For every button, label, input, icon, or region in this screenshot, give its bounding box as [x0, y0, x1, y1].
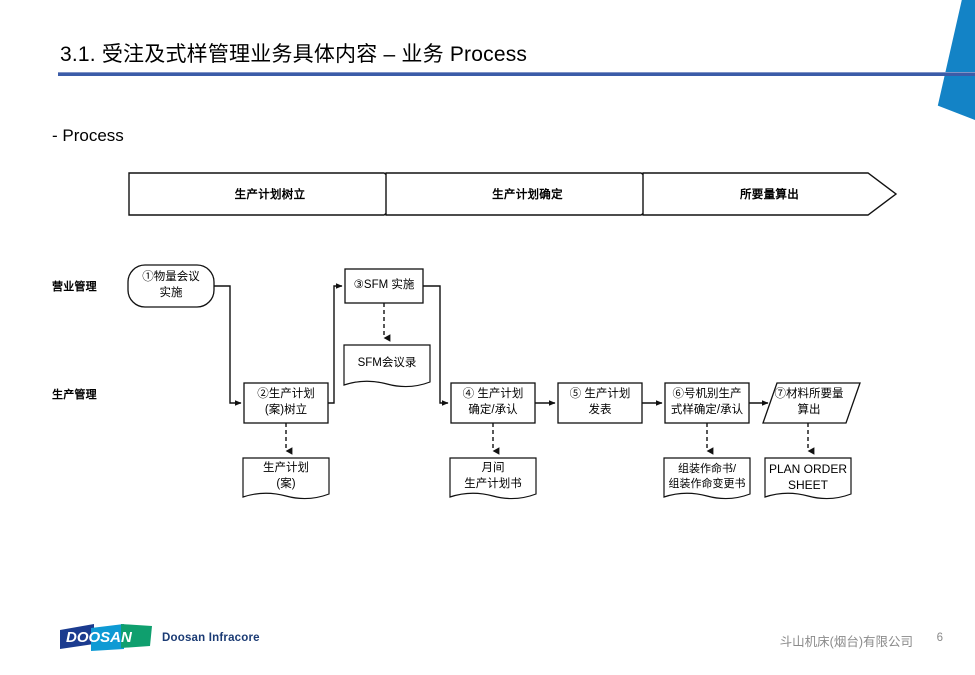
banner-stage-2: 生产计划确定: [492, 189, 563, 201]
shape-node-6: [664, 382, 750, 424]
banner-stage-3: 所要量算出: [740, 189, 799, 201]
shape-doc-production-plan-draft: [242, 457, 330, 500]
shape-node-7: [762, 382, 861, 424]
shape-node-3: [344, 268, 424, 304]
doosan-logo: DOOSAN: [58, 622, 154, 652]
shape-node-2: [243, 382, 329, 424]
section-subtitle: - Process: [52, 126, 124, 145]
lane-label-sales: 营业管理: [52, 281, 97, 293]
shape-node-1: [127, 264, 215, 308]
process-stage-banner: 生产计划树立 生产计划确定 所要量算出: [128, 172, 898, 216]
connector-1-to-2: [214, 285, 242, 406]
brand-name: Doosan Infracore: [162, 632, 260, 644]
title-divider: [58, 72, 975, 76]
footer-company-name: 斗山机床(烟台)有限公司: [779, 635, 913, 649]
shape-doc-monthly-plan: [449, 457, 537, 500]
shape-doc-plan-order-sheet: [764, 457, 852, 500]
page-number: 6: [936, 632, 943, 644]
connector-3-to-4: [423, 285, 449, 406]
shape-node-4: [450, 382, 536, 424]
svg-text:DOOSAN: DOOSAN: [66, 629, 133, 646]
shape-doc-sfm-minutes: [343, 344, 431, 388]
lane-label-production: 生产管理: [52, 389, 97, 401]
connector-2-to-3: [328, 283, 343, 404]
shape-doc-assembly-order: [663, 457, 751, 500]
page-title: 3.1. 受注及式样管理业务具体内容 – 业务 Process: [60, 43, 528, 66]
banner-stage-1: 生产计划树立: [234, 189, 306, 201]
shape-node-5: [557, 382, 643, 424]
banner-chevrons: [128, 172, 898, 216]
